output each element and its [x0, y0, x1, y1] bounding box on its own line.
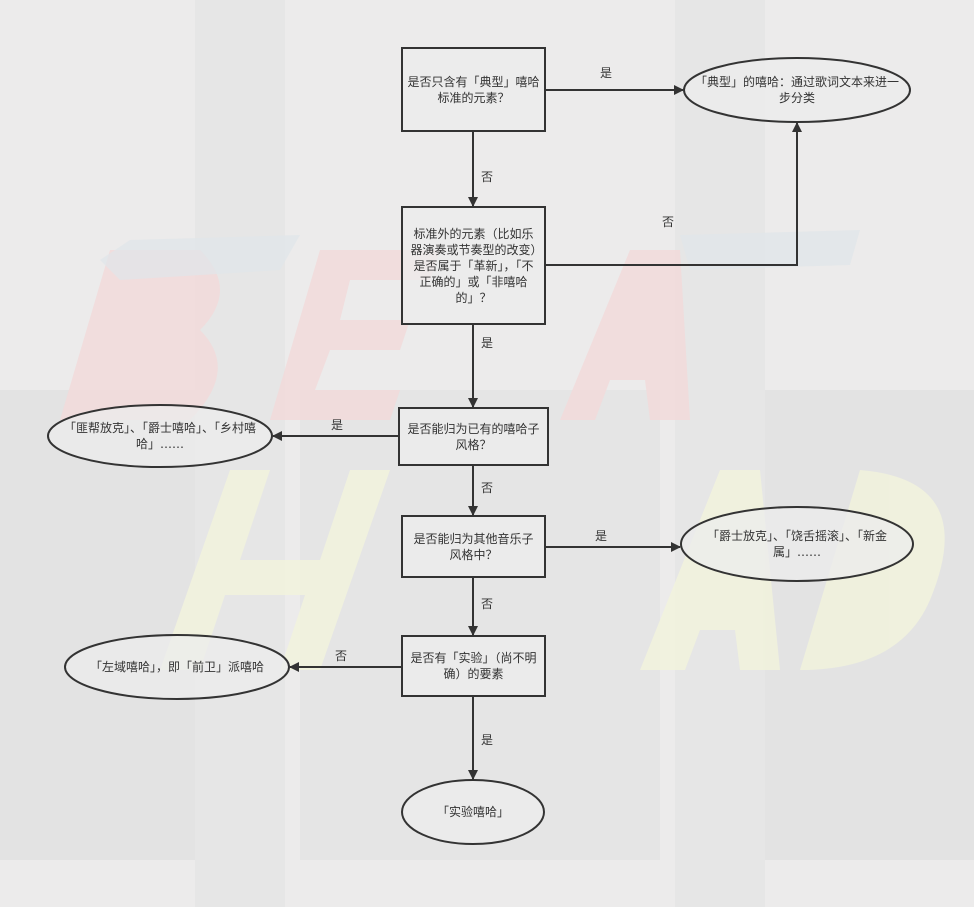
- experimental-text: 「实验嘻哈」: [436, 805, 509, 819]
- result-ellipse-experimental: [401, 779, 545, 845]
- q1-box-text: 是否只含有「典型」嘻哈标准的元素？: [406, 50, 541, 130]
- decision-box-q2: [401, 206, 546, 325]
- edge-label-q2-no: 否: [662, 215, 675, 229]
- q3-box-text: 是否能归为已有的嘻哈子风格？: [406, 410, 541, 463]
- edge-label-q1-no: 否: [481, 170, 494, 184]
- left-field-text: 「左域嘻哈」，即「前卫」派嘻哈: [89, 660, 264, 674]
- edge-label-q5-yes: 是: [481, 733, 494, 747]
- left-field-box-text: 「左域嘻哈」，即「前卫」派嘻哈: [70, 651, 284, 683]
- edge-label-q1-yes: 是: [600, 66, 613, 80]
- other-genres-text: 「爵士放克」、「饶舌摇滚」、「新金属」……: [706, 529, 887, 559]
- result-ellipse-other-genres: [680, 506, 914, 582]
- edge-label-q3-yes: 是: [331, 418, 344, 432]
- subgenres-text: 「匪帮放克」、「爵士嘻哈」、「乡村嘻哈」……: [63, 421, 256, 451]
- edge-label-q2-yes: 是: [481, 336, 494, 350]
- edge-q2-no: [545, 122, 802, 266]
- subgenres-box-text: 「匪帮放克」、「爵士嘻哈」、「乡村嘻哈」……: [62, 412, 258, 460]
- other-genres-box-text: 「爵士放克」、「饶舌摇滚」、「新金属」……: [690, 520, 904, 568]
- q2-text: 标准外的元素（比如乐器演奏或节奏型的改变）是否属于「革新」，「不正确的」或「非嘻…: [410, 226, 537, 305]
- q5-text: 是否有「实验」（尚不明确）的要素: [410, 651, 537, 681]
- experimental-box-text: 「实验嘻哈」: [410, 796, 536, 828]
- edge-label-q5-no: 否: [335, 649, 348, 663]
- q1-text: 是否只含有「典型」嘻哈标准的元素？: [407, 75, 540, 105]
- decision-box-q4: [401, 515, 546, 578]
- edge-label-q3-no: 否: [481, 481, 494, 495]
- q3-text: 是否能归为已有的嘻哈子风格？: [407, 421, 540, 452]
- q4-box-text: 是否能归为其他音乐子风格中？: [408, 518, 539, 575]
- q4-text: 是否能归为其他音乐子风格中？: [413, 531, 534, 562]
- typical-text: 「典型」的嘻哈：通过歌词文本来进一步分类: [695, 75, 900, 105]
- edge-label-q4-no: 否: [481, 597, 494, 611]
- edge-label-q4-yes: 是: [595, 529, 608, 543]
- typical-box-text: 「典型」的嘻哈：通过歌词文本来进一步分类: [695, 66, 899, 114]
- q5-box-text: 是否有「实验」（尚不明确）的要素: [408, 638, 539, 694]
- q2-box-text: 标准外的元素（比如乐器演奏或节奏型的改变）是否属于「革新」，「不正确的」或「非嘻…: [408, 209, 539, 322]
